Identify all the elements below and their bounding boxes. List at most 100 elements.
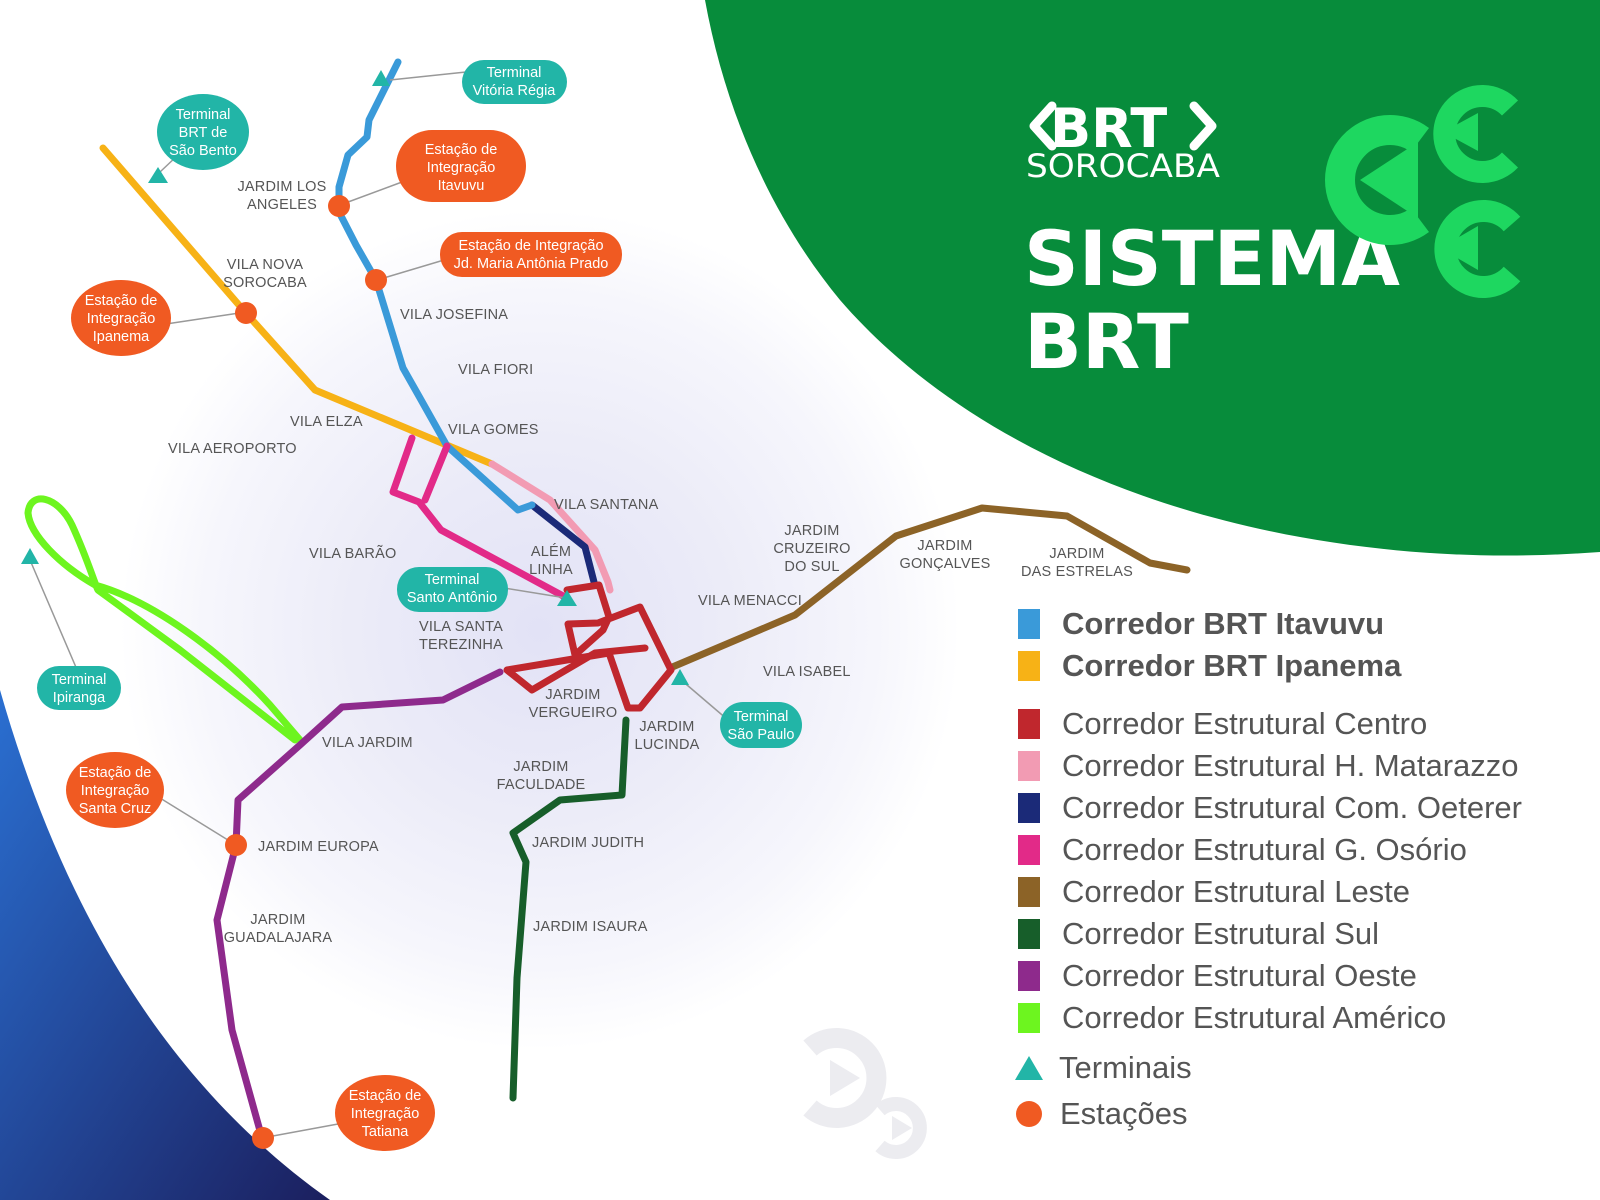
label-vila-menacci: VILA MENACCI	[698, 593, 802, 609]
chevron-right-icon	[875, 1097, 927, 1159]
terminal-sao-bento-marker[interactable]	[148, 167, 168, 183]
station-dot-icon	[1016, 1101, 1042, 1127]
terminal-ipiranga-marker[interactable]	[21, 548, 39, 564]
legend-item-ipanema: Corredor BRT Ipanema	[1018, 646, 1401, 686]
terminal-sao-paulo-marker[interactable]	[671, 669, 689, 685]
legend-label: Corredor Estrutural Américo	[1062, 1000, 1447, 1035]
decorative-chevrons-bottom	[803, 1028, 927, 1159]
legend-swatch	[1018, 709, 1040, 739]
legend-label: Corredor Estrutural Com. Oeterer	[1062, 790, 1522, 825]
legend-item-osorio: Corredor Estrutural G. Osório	[1018, 830, 1467, 870]
legend-label: Estações	[1060, 1096, 1188, 1131]
line-leste	[666, 504, 1191, 672]
legend-label: Corredor BRT Ipanema	[1062, 648, 1402, 683]
label-vila-elza: VILA ELZA	[290, 414, 363, 430]
legend-label: Corredor Estrutural Leste	[1062, 874, 1411, 909]
label-vila-santana: VILA SANTANA	[554, 497, 659, 513]
city-halo	[120, 210, 960, 1050]
legend-item-americo: Corredor Estrutural Américo	[1018, 998, 1446, 1038]
legend-item-estacoes: Estações	[1016, 1094, 1188, 1134]
legend-swatch	[1018, 751, 1040, 781]
legend-swatch	[1018, 609, 1040, 639]
line-matarazzo	[488, 460, 614, 594]
chevron-right-icon	[1189, 101, 1217, 151]
legend-item-oeste: Corredor Estrutural Oeste	[1018, 956, 1417, 996]
station-tatiana[interactable]	[252, 1127, 274, 1149]
line-ipanema	[99, 144, 496, 468]
label-jardim-judith: JARDIM JUDITH	[532, 835, 644, 851]
chevron-left-icon	[1325, 115, 1429, 245]
corridor-lines	[24, 58, 1191, 1142]
station-maria-antonia[interactable]	[365, 269, 387, 291]
legend-label: Corredor BRT Itavuvu	[1062, 606, 1385, 641]
label-vila-jardim: VILA JARDIM	[322, 735, 413, 751]
legend-label: Corredor Estrutural Oeste	[1062, 958, 1417, 993]
legend-item-matarazzo: Corredor Estrutural H. Matarazzo	[1018, 746, 1519, 786]
stations	[225, 195, 387, 1149]
label-vila-josefina: VILA JOSEFINA	[400, 307, 508, 323]
line-osorio	[389, 434, 569, 601]
legend-label: Terminais	[1059, 1050, 1192, 1085]
label-vila-barao: VILA BARÃO	[309, 545, 396, 562]
line-centro	[503, 581, 675, 712]
terminal-vitoria-regia-marker[interactable]	[372, 70, 390, 86]
chevron-left-icon	[1434, 200, 1521, 298]
legend-item-centro: Corredor Estrutural Centro	[1018, 704, 1427, 744]
logo-sorocaba-text: SOROCABA	[1026, 147, 1220, 185]
terminal-santo-antonio-marker[interactable]	[557, 590, 577, 606]
legend-swatch	[1018, 877, 1040, 907]
legend-label: Corredor Estrutural Centro	[1062, 706, 1428, 741]
line-itavuvu-connector	[421, 442, 451, 504]
station-itavuvu[interactable]	[328, 195, 350, 217]
title-line-1: SISTEMA	[1024, 214, 1400, 303]
legend-swatch	[1018, 919, 1040, 949]
legend-item-oeterer: Corredor Estrutural Com. Oeterer	[1018, 788, 1522, 828]
terminals	[21, 70, 689, 685]
label-jardim-isaura: JARDIM ISAURA	[533, 919, 648, 935]
line-americo	[24, 495, 304, 744]
corner-decoration	[0, 690, 330, 1200]
chevron-left-icon	[1029, 101, 1057, 151]
callout-leaders	[29, 71, 729, 1139]
station-ipanema[interactable]	[235, 302, 257, 324]
logo-brt-text: BRT	[1050, 97, 1167, 160]
brt-sorocaba-logo: BRT SOROCABA	[1026, 97, 1220, 185]
label-vila-isabel: VILA ISABEL	[763, 664, 851, 680]
legend-swatch	[1018, 651, 1040, 681]
station-santa-cruz[interactable]	[225, 834, 247, 856]
legend-swatch	[1018, 961, 1040, 991]
decorative-chevrons	[1325, 85, 1521, 298]
label-vila-fiori: VILA FIORI	[458, 362, 533, 378]
legend-swatch	[1018, 1003, 1040, 1033]
legend-label: Corredor Estrutural Sul	[1062, 916, 1380, 951]
line-oeste	[213, 668, 504, 1142]
